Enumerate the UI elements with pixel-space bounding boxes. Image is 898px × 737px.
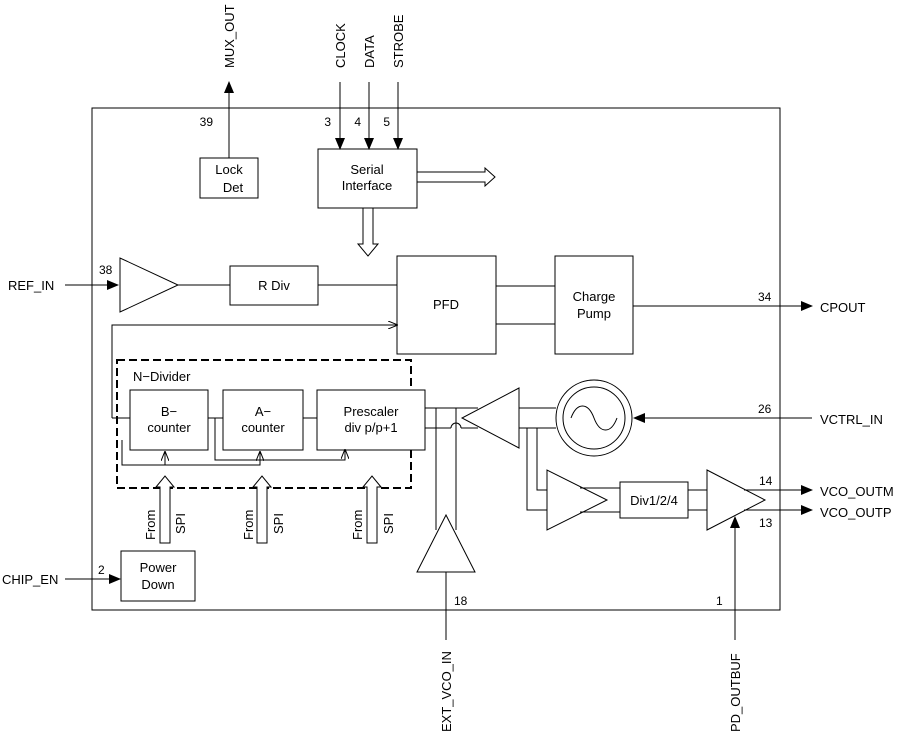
serial-bus-right-arrow [416, 166, 496, 188]
power-down-label-2: Down [141, 577, 174, 592]
signal-clock: CLOCK [333, 23, 348, 68]
signal-cpout: CPOUT [820, 300, 866, 315]
pin-ref-in: 38 [99, 263, 113, 277]
lock-det-label-2: Det [223, 180, 244, 195]
div124-label: Div1/2/4 [630, 493, 678, 508]
n-divider-label: N−Divider [133, 369, 191, 384]
power-down-block: Power Down [120, 550, 196, 602]
signal-vco-outm: VCO_OUTM [820, 484, 894, 499]
signal-ref-in: REF_IN [8, 278, 54, 293]
signal-data: DATA [362, 35, 377, 68]
pin-clock: 3 [324, 115, 331, 129]
power-down-label-1: Power [140, 560, 178, 575]
output-driver-triangle [546, 469, 609, 531]
spi-p-label-2: SPI [381, 513, 396, 534]
serial-interface-block: Serial Interface [317, 148, 418, 209]
b-reload-loop [121, 440, 165, 466]
serial-interface-label-1: Serial [350, 162, 383, 177]
feedback-wire [111, 325, 397, 418]
pin-vco-outp: 13 [759, 516, 773, 530]
spi-a-label-1: From [241, 510, 256, 540]
lock-det-block: Lock Det [199, 157, 259, 199]
pin-vco-outm: 14 [759, 474, 773, 488]
a-counter-label-1: A− [255, 404, 271, 419]
a-reload-loop [165, 452, 260, 466]
a-counter-label-2: counter [241, 420, 285, 435]
signal-ext-vco-in: EXT_VCO_IN [439, 651, 454, 732]
pin-cpout: 34 [758, 290, 772, 304]
pin-ext-vco-in: 18 [454, 594, 468, 608]
charge-pump-label-2: Pump [577, 306, 611, 321]
pfd-label: PFD [433, 297, 459, 312]
output-buffer-triangle [706, 469, 767, 531]
lock-det-label-1: Lock [215, 162, 243, 177]
spi-b-label-1: From [143, 510, 158, 540]
chip-outline [91, 107, 781, 611]
spi-input-b: From SPI [143, 475, 188, 544]
serial-bus-down-arrow [356, 207, 380, 257]
signal-mux-out: MUX_OUT [222, 4, 237, 68]
spi-p-label-1: From [350, 510, 365, 540]
ext-vco-buffer [416, 513, 476, 573]
vco-feedback-buffer [460, 387, 520, 449]
a-modulus-loop [214, 418, 345, 461]
signal-strobe: STROBE [391, 14, 406, 68]
charge-pump-label-1: Charge [573, 289, 616, 304]
r-div-block: R Div [229, 265, 319, 306]
b-counter-label-1: B− [161, 404, 177, 419]
signal-vco-outp: VCO_OUTP [820, 505, 892, 520]
spi-b-label-2: SPI [173, 513, 188, 534]
spi-input-a: From SPI [241, 475, 286, 544]
a-counter-block: A− counter [222, 389, 304, 451]
pin-data: 4 [354, 115, 361, 129]
vco-to-outbuf-path-1 [526, 428, 547, 511]
spi-a-label-2: SPI [271, 513, 286, 534]
prescaler-block: Prescaler div p/p+1 [316, 389, 426, 451]
pfd-block: PFD [396, 255, 497, 355]
pin-vctrl-in: 26 [758, 402, 772, 416]
serial-interface-label-2: Interface [342, 178, 393, 193]
pin-mux-out: 39 [200, 115, 214, 129]
signal-vctrl-in: VCTRL_IN [820, 412, 883, 427]
pin-strobe: 5 [383, 115, 390, 129]
vco-oscillator [555, 379, 633, 457]
signal-pd-outbuf: PD_OUTBUF [728, 653, 743, 732]
div124-block: Div1/2/4 [619, 481, 689, 519]
signal-chip-en: CHIP_EN [2, 572, 58, 587]
ref-buffer-triangle [119, 257, 180, 313]
pin-pd-outbuf: 1 [716, 594, 723, 608]
prescaler-label-2: div p/p+1 [344, 420, 397, 435]
spi-input-prescaler: From SPI [350, 475, 396, 544]
vco-to-outbuf-path-2 [536, 428, 547, 491]
prescaler-label-1: Prescaler [344, 404, 400, 419]
b-counter-block: B− counter [129, 389, 209, 451]
r-div-label: R Div [258, 278, 290, 293]
b-counter-label-2: counter [147, 420, 191, 435]
charge-pump-block: Charge Pump [554, 255, 634, 355]
pin-chip-en: 2 [98, 563, 105, 577]
